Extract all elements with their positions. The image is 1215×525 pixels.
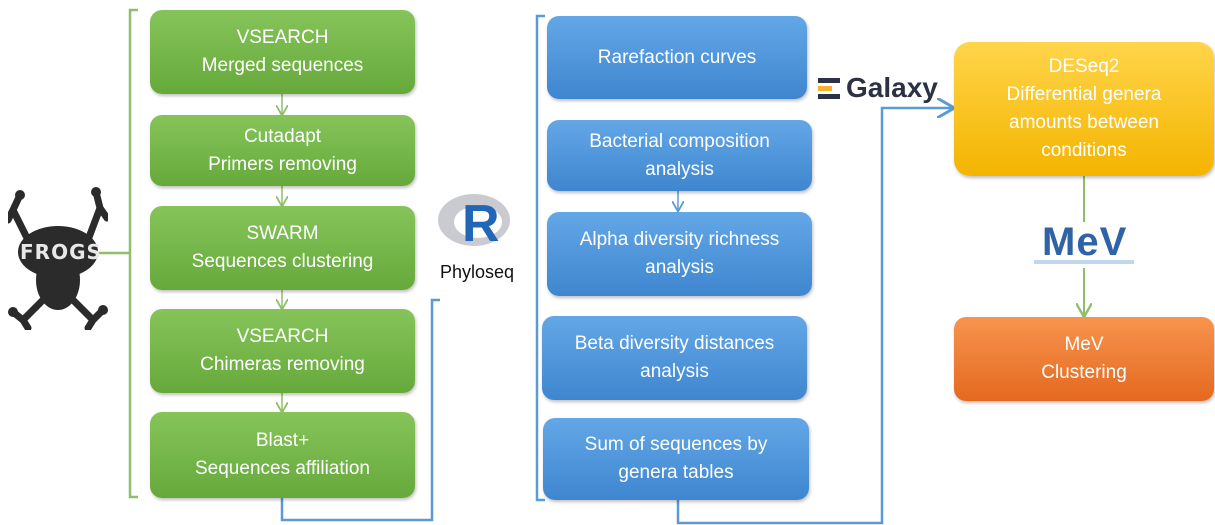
r-logo: R: [434, 188, 514, 258]
deseq-line3: amounts between: [1009, 112, 1159, 133]
analysis-rarefaction-curves[interactable]: Rarefaction curves: [547, 16, 807, 99]
frogs-logo-text: FROGS: [20, 240, 102, 264]
r-letter: R: [462, 195, 500, 253]
pipeline-step-vsearch-chimeras[interactable]: VSEARCH Chimeras removing: [150, 309, 415, 393]
frog-icon: [4, 187, 111, 332]
deseq2-box[interactable]: DESeq2 Differential genera amounts betwe…: [954, 42, 1214, 176]
pipeline-to-r-connector: [280, 298, 440, 522]
pipeline-step-cutadapt[interactable]: Cutadapt Primers removing: [150, 115, 415, 186]
phyloseq-label: Phyloseq: [440, 262, 515, 282]
step-line2: Merged sequences: [201, 55, 364, 76]
mev-line2: Clustering: [1041, 362, 1127, 383]
step-line1: Alpha diversity richness: [579, 229, 780, 250]
analysis-to-deseq-connector: [676, 108, 952, 525]
step-line1: SWARM: [246, 223, 319, 244]
mev-clustering-box[interactable]: MeV Clustering: [954, 317, 1214, 401]
step-line2: Sequences clustering: [191, 251, 374, 272]
analysis-beta-diversity[interactable]: Beta diversity distances analysis: [542, 316, 807, 400]
mev-logo-text: MeV: [1042, 220, 1128, 264]
galaxy-logo-text: Galaxy: [846, 72, 938, 103]
galaxy-logo: Galaxy: [818, 72, 950, 106]
step-line1: Sum of sequences by: [584, 434, 768, 455]
step-line2: Chimeras removing: [200, 354, 365, 375]
step-line2: Sequences affiliation: [195, 458, 370, 479]
frogs-logo: FROGS: [4, 180, 111, 332]
step-line1: Blast+: [255, 430, 310, 451]
mev-logo: MeV: [1034, 220, 1134, 268]
step-line1: Beta diversity distances: [574, 333, 775, 354]
step-line2: Primers removing: [208, 153, 357, 175]
pipeline-step-blast[interactable]: Blast+ Sequences affiliation: [150, 412, 415, 498]
analysis-bacterial-composition[interactable]: Bacterial composition analysis: [547, 120, 812, 191]
pipeline-step-vsearch-merge[interactable]: VSEARCH Merged sequences: [150, 10, 415, 94]
pipeline-step-swarm[interactable]: SWARM Sequences clustering: [150, 206, 415, 290]
step-line1: Bacterial composition: [589, 130, 770, 152]
deseq-line1: DESeq2: [1048, 56, 1120, 77]
step-line1: Rarefaction curves: [597, 46, 757, 68]
analysis-alpha-diversity[interactable]: Alpha diversity richness analysis: [547, 212, 812, 296]
mev-logo-icon: [1034, 222, 1134, 268]
step-line2: analysis: [645, 257, 714, 278]
analysis-bracket: [535, 14, 545, 502]
mev-line1: MeV: [1064, 334, 1104, 355]
step-line1: VSEARCH: [236, 27, 329, 48]
galaxy-bars-icon: [818, 78, 840, 99]
step-line2: analysis: [640, 361, 709, 382]
step-line1: Cutadapt: [243, 125, 322, 147]
step-line2: analysis: [645, 158, 714, 180]
deseq-line2: Differential genera: [1006, 84, 1162, 105]
step-line1: VSEARCH: [236, 326, 329, 347]
r-logo-icon: [438, 194, 510, 246]
pipeline-bracket: [128, 8, 138, 499]
step-line2: genera tables: [618, 462, 734, 483]
deseq-line4: conditions: [1041, 140, 1127, 161]
analysis-genera-tables[interactable]: Sum of sequences by genera tables: [543, 418, 809, 500]
